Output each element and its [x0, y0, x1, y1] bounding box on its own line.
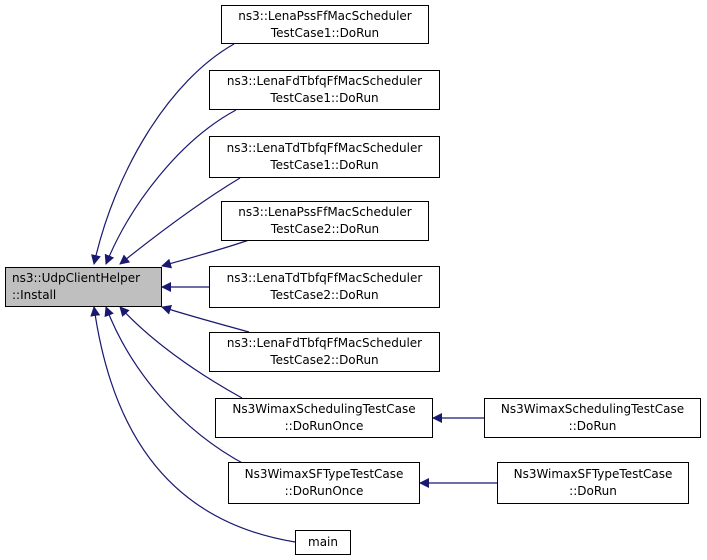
node-label-line1: Ns3WimaxSchedulingTestCase: [500, 402, 685, 416]
node-label-line1: ns3::LenaTdTbfqFfMacScheduler: [226, 271, 423, 285]
node-label-line1: ns3::LenaPssFfMacScheduler: [238, 205, 412, 219]
node-label-line2: ::DoRun: [569, 484, 617, 498]
node-ns3wimaxsftypetestcase-dorun[interactable]: Ns3WimaxSFTypeTestCase ::DoRun: [497, 462, 689, 504]
node-ns3wimaxschedulingtestcase-dorun[interactable]: Ns3WimaxSchedulingTestCase ::DoRun: [484, 398, 701, 438]
edge-pss2-to-install: [161, 239, 250, 269]
node-label-line2: TestCase2::DoRun: [270, 222, 380, 236]
node-label-line2: ::DoRunOnce: [284, 419, 364, 433]
edge-fdtbfq2-to-install: [161, 304, 250, 333]
node-label-line2: ::Install: [12, 288, 57, 302]
node-label-line1: ns3::LenaTdTbfqFfMacScheduler: [226, 141, 423, 155]
node-label-line1: ns3::LenaFdTbfqFfMacScheduler: [226, 74, 423, 88]
node-udpclienthelper-install[interactable]: ns3::UdpClientHelper ::Install: [5, 267, 162, 307]
node-label-line1: Ns3WimaxSchedulingTestCase: [232, 402, 416, 416]
edge-wimaxsched-once-to-install: [119, 306, 243, 399]
node-ns3wimaxsftypetestcase-dorunonce[interactable]: Ns3WimaxSFTypeTestCase ::DoRunOnce: [228, 462, 420, 504]
node-main[interactable]: main: [295, 530, 351, 555]
node-label-line1: ns3::LenaFdTbfqFfMacScheduler: [226, 336, 423, 350]
edge-pss1-to-install: [91, 43, 235, 265]
node-label-line1: main: [308, 535, 338, 549]
node-label-line1: ns3::UdpClientHelper: [12, 271, 141, 285]
node-label-line1: Ns3WimaxSFTypeTestCase: [513, 467, 673, 481]
edge-tdtbfq1-to-install: [119, 177, 241, 265]
node-label-line1: ns3::LenaPssFfMacScheduler: [238, 8, 412, 23]
edge-wimaxsf-once-to-install: [104, 306, 247, 466]
node-label-line2: TestCase1::DoRun: [270, 25, 380, 40]
node-label-line2: ::DoRunOnce: [284, 484, 364, 498]
node-label-line2: TestCase1::DoRun: [270, 91, 379, 105]
node-label-line2: TestCase2::DoRun: [270, 288, 379, 302]
node-label-line2: ::DoRun: [568, 419, 617, 433]
node-lenapssffmacscheduler-testcase2-dorun[interactable]: ns3::LenaPssFfMacScheduler TestCase2::Do…: [221, 201, 429, 241]
edge-fdtbfq1-to-install: [104, 109, 237, 265]
node-label-line2: TestCase2::DoRun: [270, 353, 379, 367]
node-ns3wimaxschedulingtestcase-dorunonce[interactable]: Ns3WimaxSchedulingTestCase ::DoRunOnce: [215, 398, 433, 438]
node-label-line2: TestCase1::DoRun: [270, 158, 379, 172]
edge-main-to-install: [90, 306, 296, 543]
node-lenatdtbfqffmacscheduler-testcase1-dorun[interactable]: ns3::LenaTdTbfqFfMacScheduler TestCase1:…: [209, 136, 440, 178]
node-lenafdtbfqffmacscheduler-testcase2-dorun[interactable]: ns3::LenaFdTbfqFfMacScheduler TestCase2:…: [209, 332, 440, 372]
node-lenafdtbfqffmacscheduler-testcase1-dorun[interactable]: ns3::LenaFdTbfqFfMacScheduler TestCase1:…: [209, 70, 440, 110]
node-lenatdtbfqffmacscheduler-testcase2-dorun[interactable]: ns3::LenaTdTbfqFfMacScheduler TestCase2:…: [209, 266, 440, 308]
node-lenapssffmacscheduler-testcase1-dorun[interactable]: ns3::LenaPssFfMacScheduler TestCase1::Do…: [221, 5, 429, 44]
node-label-line1: Ns3WimaxSFTypeTestCase: [244, 467, 404, 481]
